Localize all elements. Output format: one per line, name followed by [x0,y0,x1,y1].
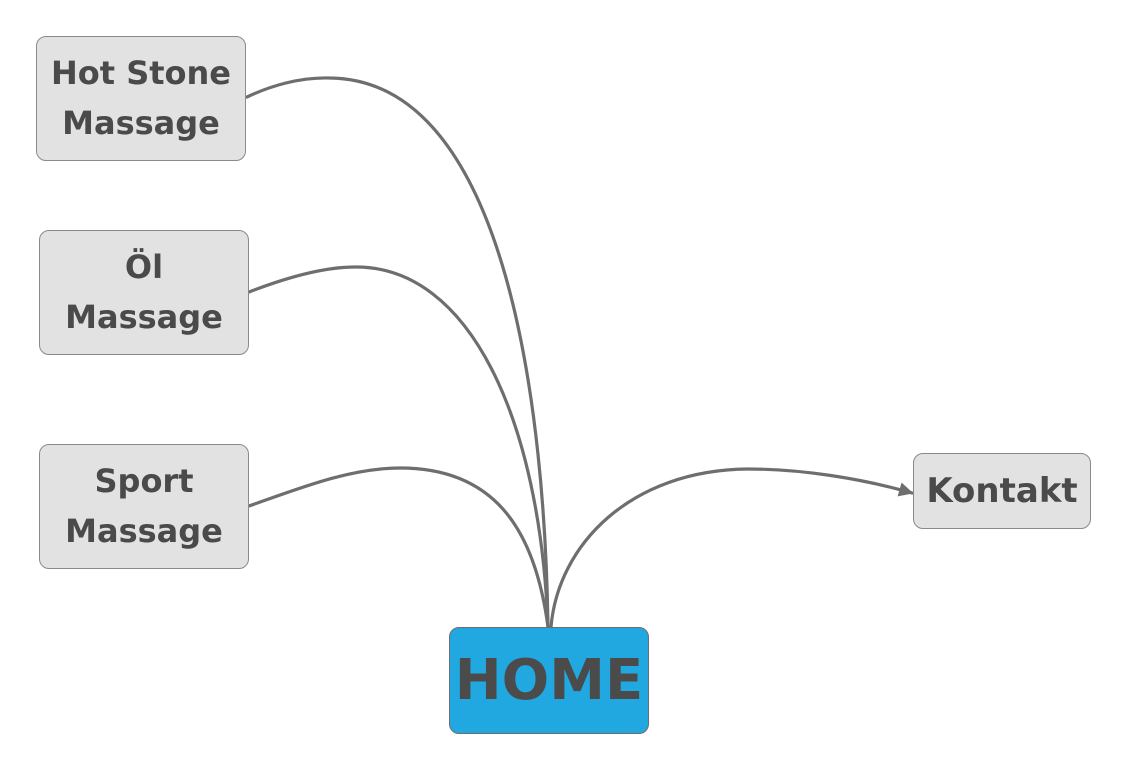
node-home-root[interactable]: HOME [449,627,649,734]
edge-home-hot-stone [245,76,550,629]
edge-home-sport [247,466,550,629]
node-sport-massage[interactable]: Sport Massage [39,444,249,569]
node-kontakt[interactable]: Kontakt [913,453,1091,529]
node-label: HOME [454,647,644,713]
node-hot-stone-massage[interactable]: Hot Stone Massage [36,36,246,161]
edge-home-oel [247,265,550,629]
node-label: Sport Massage [65,461,223,550]
node-oel-massage[interactable]: Öl Massage [39,230,249,355]
edge-home-kontakt [549,467,914,629]
node-label: Kontakt [926,470,1078,511]
node-label: Öl Massage [65,247,223,336]
node-label: Hot Stone Massage [50,53,231,142]
